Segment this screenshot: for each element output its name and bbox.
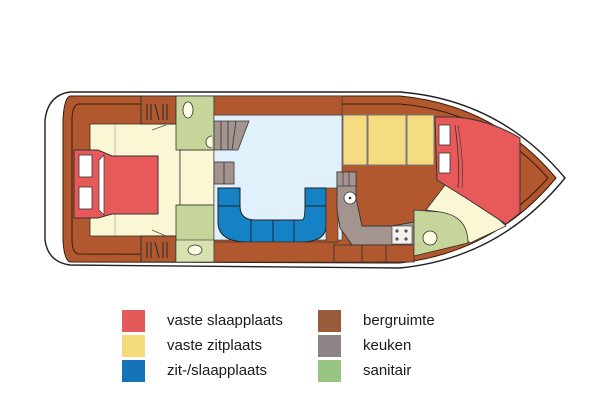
legend-item-galley [318, 335, 341, 357]
legend-label: zit-/slaapplaats [167, 362, 268, 379]
stove-icon [391, 225, 413, 245]
toilet-icon [182, 101, 194, 119]
legend-label: sanitair [363, 362, 412, 379]
swatch-blue [122, 360, 145, 382]
fixed-seat [342, 114, 368, 166]
fixed-seat [406, 114, 435, 166]
legend-item-storage [318, 310, 341, 332]
legend-label: vaste zitplaats [167, 337, 263, 354]
legend-item-fixed-berth [122, 310, 145, 332]
pillow-icon [438, 152, 451, 174]
pillow-icon [78, 186, 93, 210]
legend-label: vaste slaapplaats [167, 312, 283, 329]
boat-floorplan [44, 91, 566, 269]
dinette-seating [217, 187, 327, 243]
forward-berth [434, 116, 521, 225]
swatch-red [122, 310, 145, 332]
swatch-brown [318, 310, 341, 332]
legend-item-sanitary [318, 360, 341, 382]
deck-storage [213, 95, 343, 116]
swatch-gray [318, 335, 341, 357]
saloon-storage-bottom [213, 241, 335, 263]
sink-icon [187, 244, 203, 256]
legend-label: bergruimte [363, 312, 435, 329]
swatch-green [318, 360, 341, 382]
toilet-round-icon [422, 230, 438, 246]
corridor [179, 149, 215, 206]
legend-item-convertible [122, 360, 145, 382]
pillow-icon [78, 154, 93, 178]
stairs-top [213, 120, 250, 151]
toilet-room-top [175, 95, 215, 151]
legend-item-fixed-seat [122, 335, 145, 357]
aft-berth [73, 149, 159, 219]
legend-label: keuken [363, 337, 412, 354]
pillow-icon [438, 124, 451, 146]
swatch-yellow [122, 335, 145, 357]
fixed-seat [367, 114, 407, 166]
